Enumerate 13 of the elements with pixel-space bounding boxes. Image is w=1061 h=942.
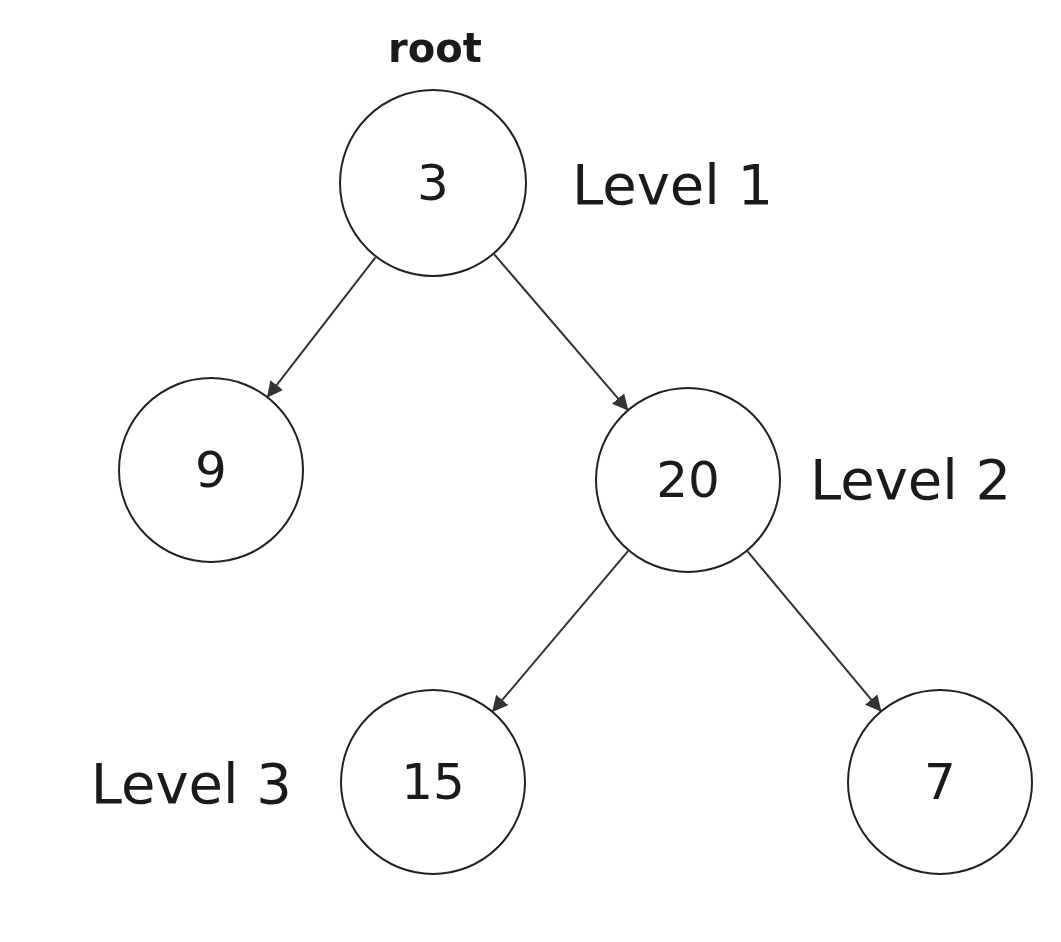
arrow [493, 253, 629, 411]
level-label: Level 1 [572, 157, 774, 213]
node-value: 20 [656, 455, 720, 505]
node-value: 3 [417, 158, 449, 208]
node-value: 15 [401, 757, 465, 807]
node-value: 7 [924, 757, 956, 807]
arrow [266, 256, 377, 398]
level-label: Level 2 [810, 452, 1012, 508]
level-label: Level 3 [90, 756, 292, 812]
node-value: 9 [195, 445, 227, 495]
root-label: root [388, 28, 482, 68]
arrow [491, 550, 629, 713]
arrow [746, 550, 882, 712]
